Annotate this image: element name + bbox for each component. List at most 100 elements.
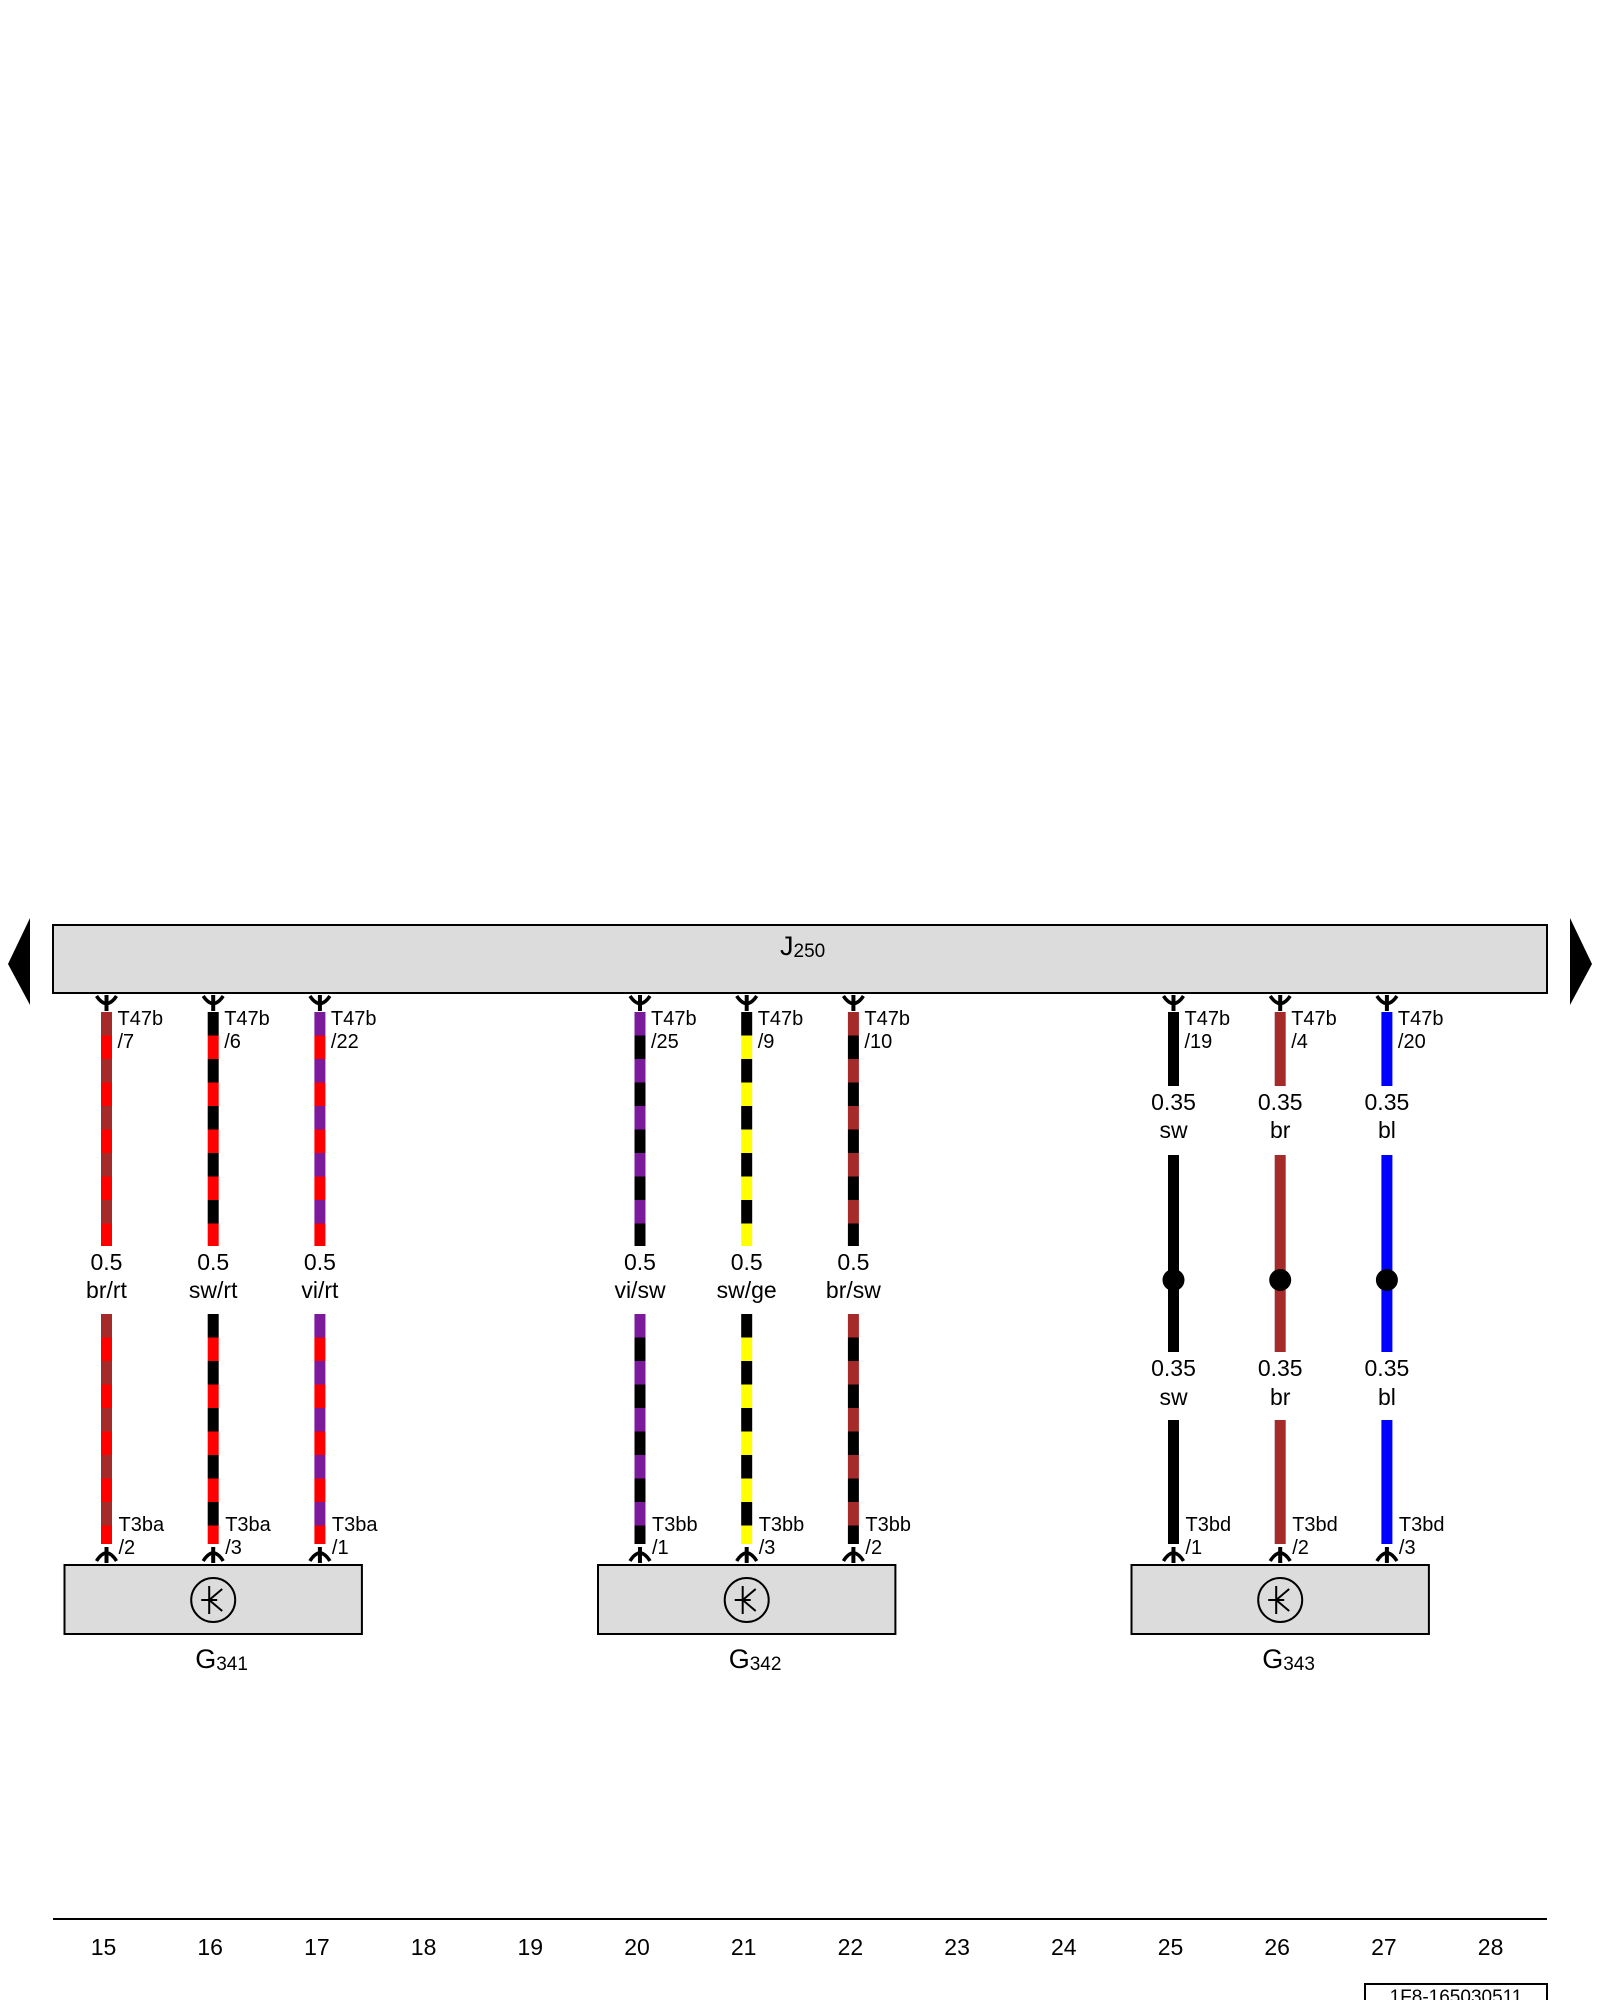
wire-segment	[634, 1059, 646, 1083]
wire-segment	[1168, 1012, 1179, 1086]
wire-segment	[741, 1361, 753, 1385]
bottom-connector-pin-label: /1	[1186, 1537, 1203, 1559]
column-number: 17	[304, 1934, 330, 1960]
top-connector-label: T47b	[331, 1008, 377, 1030]
wire-segment	[847, 1223, 859, 1246]
wire-segment	[847, 1106, 859, 1130]
wire-color-label: br/sw	[826, 1277, 881, 1303]
wire-color-label-2: br	[1270, 1384, 1291, 1410]
wire-gauge-label: 0.5	[837, 1249, 869, 1275]
junction-dot	[1162, 1269, 1185, 1291]
wire-segment	[634, 1431, 646, 1455]
wire-segment	[741, 1012, 753, 1036]
wire-segment	[741, 1129, 753, 1153]
wire-segment	[207, 1082, 219, 1106]
wire-segment	[207, 1525, 219, 1544]
column-number: 21	[731, 1934, 757, 1960]
wire-segment	[1168, 1420, 1179, 1544]
top-connector-pin-label: /19	[1185, 1031, 1213, 1053]
column-number: 27	[1371, 1934, 1397, 1960]
sensor-number: 342	[750, 1654, 782, 1675]
wire-segment	[314, 1153, 326, 1177]
wire-segment	[741, 1502, 753, 1526]
bottom-connector-pin-label: /1	[332, 1537, 349, 1559]
wire-segment	[101, 1106, 112, 1130]
bottom-connector-label: T3bb	[759, 1514, 805, 1536]
top-connector-label: T47b	[1398, 1008, 1444, 1030]
wire-segment	[847, 1455, 859, 1479]
column-number: 18	[411, 1934, 437, 1960]
column-number: 25	[1158, 1934, 1184, 1960]
junction-dot	[1375, 1269, 1398, 1291]
wire-segment	[101, 1431, 112, 1455]
wire-segment	[741, 1431, 753, 1455]
column-number: 20	[624, 1934, 650, 1960]
diagram-id: 1F8-165030511	[1390, 1987, 1523, 2000]
wire-segment	[314, 1502, 326, 1526]
wire-gauge-label: 0.5	[624, 1249, 656, 1275]
wire-segment	[101, 1361, 112, 1385]
wire-segment	[207, 1012, 219, 1036]
wire-segment	[207, 1314, 219, 1338]
bottom-connector-label: T3ba	[225, 1514, 271, 1536]
wire-segment	[634, 1082, 646, 1106]
wire-segment	[207, 1153, 219, 1177]
wire-gauge-label: 0.5	[304, 1249, 336, 1275]
wire-segment	[847, 1408, 859, 1432]
wire-segment	[314, 1525, 326, 1544]
bottom-connector-pin-label: /3	[759, 1537, 776, 1559]
wire-segment	[207, 1106, 219, 1130]
sensor-label: G343	[1262, 1644, 1315, 1675]
top-connector-label: T47b	[118, 1008, 164, 1030]
wire-segment	[207, 1502, 219, 1526]
column-number: 15	[91, 1934, 117, 1960]
bottom-connector-pin-label: /2	[119, 1537, 136, 1559]
sensor-prefix: G	[1262, 1644, 1283, 1674]
wire-segment	[634, 1035, 646, 1059]
wire-segment	[314, 1106, 326, 1130]
wire-segment	[847, 1525, 859, 1544]
wire-segment	[634, 1129, 646, 1153]
wire-segment	[847, 1176, 859, 1200]
wire-gauge-label: 0.35	[1365, 1089, 1410, 1115]
next-page-arrow-icon[interactable]	[1570, 918, 1592, 1005]
bottom-connector-pin-label: /2	[865, 1537, 882, 1559]
wire-segment	[741, 1525, 753, 1544]
wire-segment	[634, 1384, 646, 1408]
wire-segment	[101, 1502, 112, 1526]
wire-segment	[634, 1200, 646, 1224]
wire-segment	[101, 1525, 112, 1544]
top-connector-pin-label: /25	[651, 1031, 679, 1053]
bottom-connector-label: T3bd	[1292, 1514, 1338, 1536]
top-connector-pin-label: /7	[118, 1031, 135, 1053]
top-connector-pin-label: /4	[1291, 1031, 1308, 1053]
wire-segment	[314, 1455, 326, 1479]
wire-color-label: vi/sw	[614, 1277, 666, 1303]
diagram-id-box: 1F8-165030511	[1364, 1983, 1548, 2000]
wire-segment	[741, 1035, 753, 1059]
wire-gauge-label: 0.5	[731, 1249, 763, 1275]
wire-segment	[1381, 1420, 1393, 1544]
wire-segment	[101, 1035, 112, 1059]
control-unit-number: 250	[794, 941, 826, 962]
sensor-prefix: G	[729, 1644, 750, 1674]
wire-gauge-label: 0.35	[1151, 1089, 1196, 1115]
wire-segment	[101, 1384, 112, 1408]
column-number: 19	[518, 1934, 544, 1960]
wire-segment	[634, 1525, 646, 1544]
wire-color-label: vi/rt	[301, 1277, 339, 1303]
wire-segment	[101, 1153, 112, 1177]
wire-segment	[1274, 1420, 1286, 1544]
wire-segment	[741, 1223, 753, 1246]
wire-color-label-2: sw	[1159, 1384, 1188, 1410]
prev-page-arrow-icon[interactable]	[8, 918, 30, 1005]
wire-segment	[101, 1223, 112, 1246]
bottom-connector-pin-label: /3	[1399, 1537, 1416, 1559]
wire-segment	[634, 1176, 646, 1200]
sensor-g343: G343	[1130, 1564, 1430, 1675]
